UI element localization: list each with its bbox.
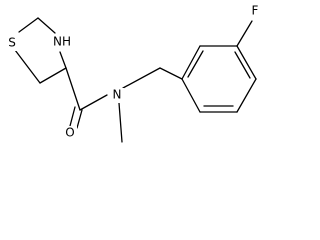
bond-ar-c4-c5	[236, 78, 257, 113]
bond-ch2-ring	[159, 67, 183, 80]
bond-c4-carbonyl	[65, 67, 81, 111]
amide-nitrogen-label-mask	[110, 88, 124, 103]
bond-carbonyl-o-1	[76, 109, 83, 129]
amine-nitrogen-label-mask	[50, 35, 74, 50]
amide-oxygen-label-mask	[63, 126, 77, 141]
bond-n-methyl	[118, 102, 123, 143]
bond-c4-c5	[39, 67, 67, 84]
bond-ar-c1-c2	[181, 45, 201, 80]
bond-ar-c6-c1	[181, 78, 201, 113]
amide-nitrogen-label: N	[113, 88, 122, 102]
amine-nitrogen-label: NH	[53, 35, 71, 49]
bond-ar-c3-c4-inner	[234, 51, 251, 79]
bonds	[14, 17, 257, 143]
fluorine-label: F	[252, 4, 259, 18]
chemical-structure: S NH O N F	[6, 3, 261, 143]
bond-carbonyl-o-2	[69, 106, 76, 127]
sulfur-label: S	[8, 36, 16, 50]
bond-carbonyl-n	[79, 94, 108, 111]
bond-c2-nh	[37, 17, 56, 34]
bond-ar-c-f	[236, 20, 253, 47]
fluorine-label-mask	[249, 4, 261, 19]
bond-ar-c1-c2-inner	[187, 50, 204, 78]
amide-oxygen-label: O	[65, 126, 74, 140]
bond-ar-c3-c4	[236, 45, 257, 80]
bond-nh-c4	[59, 51, 67, 69]
bond-n-ch2	[122, 67, 161, 89]
bond-c5-s	[14, 49, 41, 84]
bond-s-c2	[18, 17, 39, 33]
sulfur-label-mask	[6, 36, 18, 51]
atom-labels: S NH O N F	[6, 4, 261, 141]
